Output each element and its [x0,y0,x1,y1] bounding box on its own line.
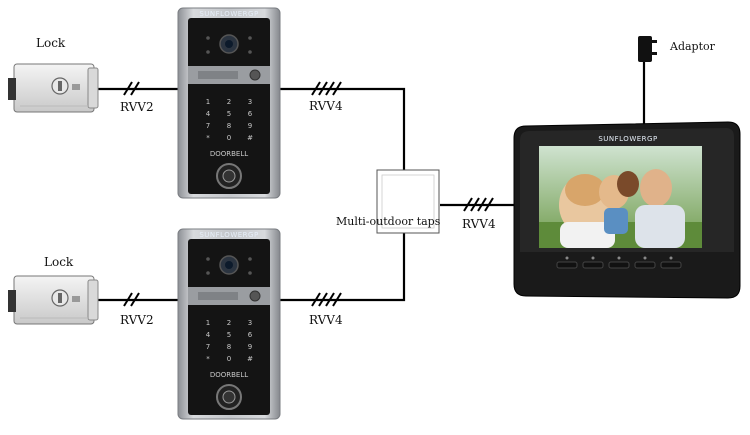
keypad: 1 2 3 4 5 6 7 8 9 * 0 # [206,98,253,142]
keypad-key[interactable]: 7 [206,343,210,351]
keypad-key[interactable]: # [247,355,253,363]
monitor-button-3[interactable] [608,261,630,269]
door-station-1-logo: DOORBELL [210,150,248,158]
cable-mark-rvv2-2 [123,292,140,307]
cable-label-lock-2: RVV2 [120,313,154,327]
keypad-key[interactable]: 8 [227,343,231,351]
monitor-screen [539,146,702,248]
keypad-key[interactable]: 6 [248,110,253,118]
indoor-monitor: SUNFLOWERGP [513,121,741,299]
door-station-2-brand: SUNFLOWERGP [199,231,258,239]
keypad-key[interactable]: 4 [206,331,211,339]
cable-label-monitor: RVV4 [462,217,496,231]
taps-label: Multi-outdoor taps [336,215,441,228]
cable-label-lock-1: RVV2 [120,100,154,114]
wire-door-1 [280,87,406,170]
cable-mark-rvv4-1 [311,81,342,96]
door-station-1: SUNFLOWERGP 1 2 3 4 5 6 7 8 9 * 0 # DOORBELL [177,7,281,199]
monitor-button-1[interactable] [556,261,578,269]
keypad-key[interactable]: 0 [227,134,231,142]
keypad-key[interactable]: 1 [206,319,210,327]
multi-outdoor-taps: Multi-outdoor taps [336,169,441,234]
monitor-button-5[interactable] [660,261,682,269]
cable-mark-rvv4-3 [463,197,494,212]
lock-2: Lock [7,255,99,325]
keypad-key[interactable]: * [206,134,210,142]
monitor-brand: SUNFLOWERGP [598,135,657,143]
keypad: 1 2 3 4 5 6 7 8 9 * 0 # [206,319,253,363]
keypad-key[interactable]: 9 [248,122,252,130]
lock-icon [7,63,99,113]
door-station-1-brand: SUNFLOWERGP [199,10,258,18]
cable-mark-rvv4-2 [311,292,342,307]
cable-mark-rvv2-1 [123,81,140,96]
keypad-key[interactable]: 8 [227,122,231,130]
power-adaptor: Adaptor [638,36,716,62]
adaptor-label: Adaptor [669,40,716,53]
keypad-key[interactable]: 5 [227,331,231,339]
door-station-2: SUNFLOWERGP 1 2 3 4 5 6 7 8 9 * 0 # DOORBELL [177,228,281,420]
keypad-key[interactable]: 2 [227,319,231,327]
cable-label-door-1: RVV4 [309,99,343,113]
monitor-buttons [556,256,682,269]
monitor-button-2[interactable] [582,261,604,269]
keypad-key[interactable]: * [206,355,210,363]
cable-marks [123,81,494,307]
monitor-button-4[interactable] [634,261,656,269]
keypad-key[interactable]: 9 [248,343,252,351]
keypad-key[interactable]: 6 [248,331,253,339]
keypad-key[interactable]: 2 [227,98,231,106]
lock-2-label: Lock [44,255,74,269]
wires [98,62,646,302]
keypad-key[interactable]: 4 [206,110,211,118]
lock-1-label: Lock [36,36,66,50]
keypad-key[interactable]: 5 [227,110,231,118]
cable-label-door-2: RVV4 [309,313,343,327]
lock-icon [7,275,99,325]
keypad-key[interactable]: 3 [248,319,252,327]
plug-icon [638,36,652,62]
wire-door-2 [280,233,406,302]
keypad-key[interactable]: 7 [206,122,210,130]
keypad-key[interactable]: 3 [248,98,252,106]
lock-1: Lock [7,36,99,113]
door-station-2-logo: DOORBELL [210,371,248,379]
keypad-key[interactable]: 1 [206,98,210,106]
keypad-key[interactable]: 0 [227,355,231,363]
keypad-key[interactable]: # [247,134,253,142]
